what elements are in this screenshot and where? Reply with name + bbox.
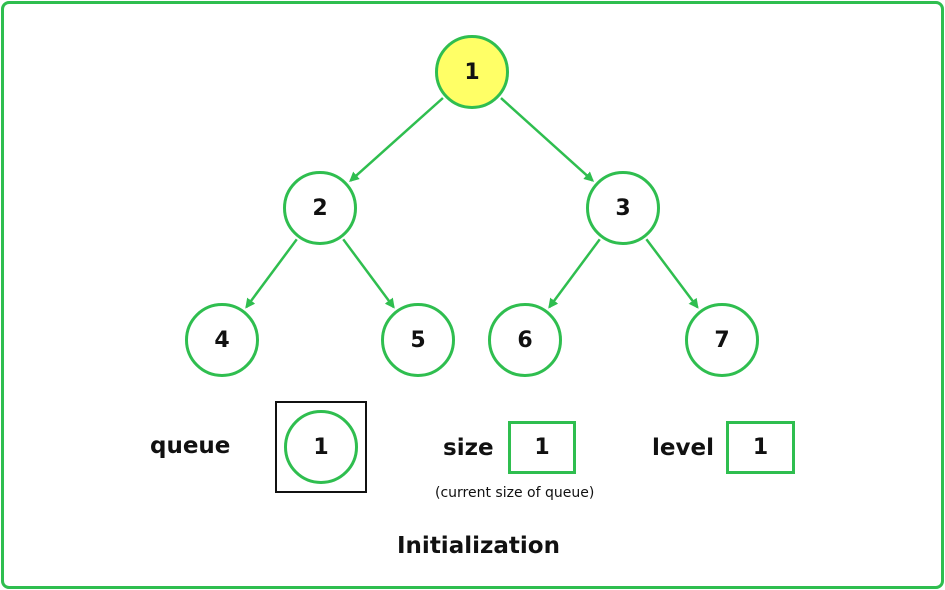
edge-2-5 <box>342 238 395 309</box>
tree-node-3: 3 <box>586 171 660 245</box>
tree-node-7: 7 <box>685 303 759 377</box>
tree-node-4: 4 <box>185 303 259 377</box>
size-note: (current size of queue) <box>435 485 595 501</box>
size-value-box: 1 <box>508 421 576 474</box>
edge-1-3 <box>500 97 595 182</box>
edge-3-7 <box>645 238 699 309</box>
edge-1-2 <box>349 97 444 182</box>
queue-label: queue <box>150 433 231 459</box>
diagram-caption: Initialization <box>397 533 560 559</box>
size-label: size <box>443 435 494 461</box>
level-value-box: 1 <box>726 421 795 474</box>
tree-node-1: 1 <box>435 35 509 109</box>
tree-node-2: 2 <box>283 171 357 245</box>
edge-2-4 <box>245 238 298 309</box>
queue-item: 1 <box>284 410 358 484</box>
tree-node-5: 5 <box>381 303 455 377</box>
tree-node-6: 6 <box>488 303 562 377</box>
queue-box: 1 <box>275 401 367 493</box>
level-label: level <box>652 435 714 461</box>
edge-3-6 <box>548 238 601 309</box>
